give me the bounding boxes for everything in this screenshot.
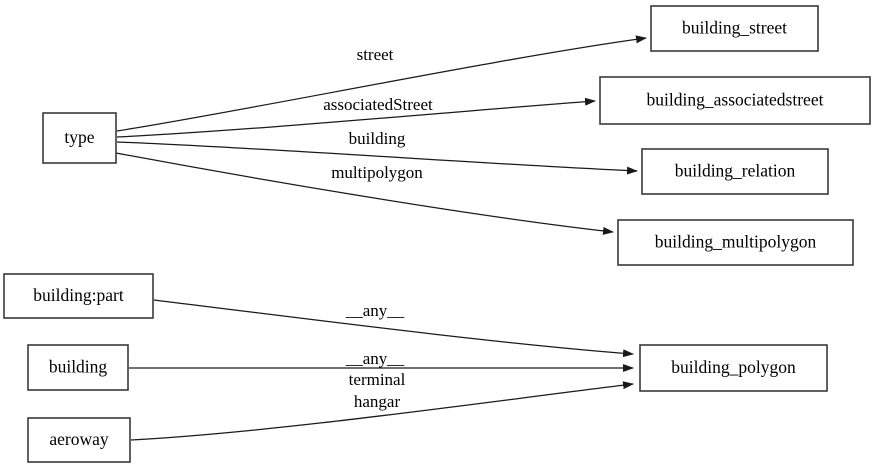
edge-type-to-building_street	[116, 35, 647, 132]
node-label: building_multipolygon	[655, 232, 817, 252]
node-building_part[interactable]: building:part	[3, 273, 154, 319]
node-box	[27, 344, 129, 391]
edge-type-to-building_multipolygon	[115, 152, 614, 235]
node-building_relation[interactable]: building_relation	[641, 148, 829, 195]
edge-label: associatedStreet	[323, 95, 433, 114]
edge-label: __any__	[345, 301, 405, 320]
node-aeroway[interactable]: aeroway	[27, 417, 131, 463]
node-building_polygon[interactable]: building_polygon	[639, 344, 828, 392]
node-building_associatedstreet[interactable]: building_associatedstreet	[599, 76, 871, 125]
node-label: building:part	[33, 285, 124, 305]
node-label: type	[64, 127, 94, 147]
nodes-layer: type building_street building_associatedst…	[3, 5, 871, 463]
node-box	[641, 148, 829, 195]
node-type[interactable]: type	[42, 112, 117, 164]
edge-labels-layer: street associatedStreet building multipolyg…	[323, 45, 433, 411]
node-label: building_polygon	[671, 357, 796, 377]
edges-layer	[115, 35, 647, 441]
edge-label: hangar	[354, 392, 401, 411]
edge-label: terminal	[349, 370, 406, 389]
node-building[interactable]: building	[27, 344, 129, 391]
edge-label: multipolygon	[331, 163, 423, 182]
node-box	[3, 273, 154, 319]
edge-label: building	[349, 129, 406, 148]
node-box	[650, 5, 819, 52]
edge-type-to-building_associatedstreet	[116, 97, 596, 138]
node-building_multipolygon[interactable]: building_multipolygon	[617, 219, 854, 266]
node-box	[27, 417, 131, 463]
node-building_street[interactable]: building_street	[650, 5, 819, 52]
node-box	[599, 76, 871, 125]
node-label: building	[49, 357, 108, 377]
node-label: aeroway	[49, 429, 109, 449]
node-label: building_associatedstreet	[647, 90, 824, 110]
node-box	[639, 344, 828, 392]
node-label: building_street	[682, 18, 787, 38]
node-label: building_relation	[675, 161, 796, 181]
node-box	[42, 112, 117, 164]
edge-label: __any__	[345, 349, 405, 368]
node-box	[617, 219, 854, 266]
edge-building_part-to-building_polygon	[153, 299, 634, 358]
edge-type-to-building_relation	[116, 141, 638, 175]
edge-aeroway-to-building_polygon	[130, 381, 634, 441]
edge-label: street	[357, 45, 394, 64]
